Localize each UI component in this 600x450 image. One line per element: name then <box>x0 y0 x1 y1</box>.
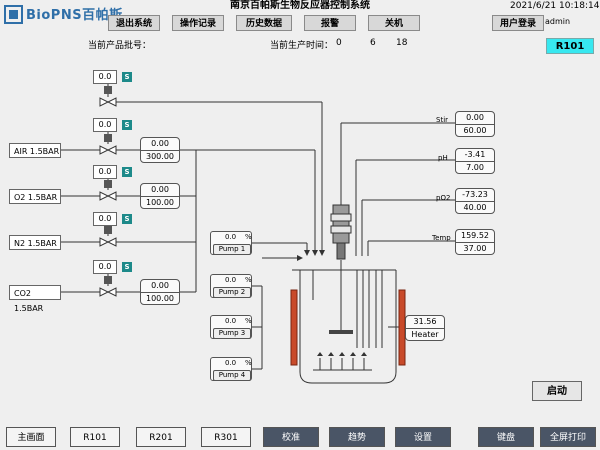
time-minutes: 6 <box>370 38 376 48</box>
co2-flow-pv: 0.00 <box>141 280 179 293</box>
stir-pv: 0.00 <box>456 112 494 125</box>
stir-label: Stir <box>436 116 449 124</box>
pump-1-box[interactable]: 0.0 % Pump 1 <box>210 231 252 255</box>
co2-flow-sp: 100.00 <box>146 294 174 303</box>
co2-flow-box[interactable]: 0.00 100.00 <box>140 279 180 305</box>
valve-s-value[interactable]: 0.0 <box>93 212 117 226</box>
temp-sp: 37.00 <box>463 244 487 253</box>
temp-pv: 159.52 <box>456 230 494 243</box>
stir-sp: 60.00 <box>463 126 487 135</box>
valve-s-value[interactable]: 0.0 <box>93 70 117 84</box>
pump-3-unit: % <box>245 317 252 325</box>
po2-pv: -73.23 <box>456 189 494 202</box>
s-badge: S <box>122 262 132 272</box>
exit-button[interactable]: 退出系统 <box>108 15 160 31</box>
air-flow-pv: 0.00 <box>141 138 179 151</box>
trend-button[interactable]: 趋势 <box>329 427 385 447</box>
gas-o2-label: O2 1.5BAR <box>9 189 61 204</box>
r101-button[interactable]: R101 <box>70 427 120 447</box>
shutdown-button[interactable]: 关机 <box>368 15 420 31</box>
pump-1-name: Pump 1 <box>213 244 251 255</box>
pump-1-value: 0.0 <box>225 233 237 241</box>
temp-label: Temp <box>432 234 451 242</box>
po2-box[interactable]: -73.23 40.00 <box>455 188 495 214</box>
po2-label: pO2 <box>436 194 451 202</box>
ph-pv: -3.41 <box>456 149 494 162</box>
user-name: admin <box>545 17 571 26</box>
valve-s-value[interactable]: 0.0 <box>93 165 117 179</box>
login-button[interactable]: 用户登录 <box>492 15 544 31</box>
gas-co2-label: CO2 1.5BAR <box>9 285 61 313</box>
s-badge: S <box>122 214 132 224</box>
s-badge: S <box>122 120 132 130</box>
pump-2-box[interactable]: 0.0 % Pump 2 <box>210 274 252 298</box>
page-title: 南京百帕斯生物反应器控制系统 <box>230 0 370 11</box>
stir-box[interactable]: 0.00 60.00 <box>455 111 495 137</box>
reactor-badge: R101 <box>546 38 594 54</box>
pump-4-box[interactable]: 0.0 % Pump 4 <box>210 357 252 381</box>
o2-flow-box[interactable]: 0.00 100.00 <box>140 183 180 209</box>
gas-air-label: AIR 1.5BAR <box>9 143 61 158</box>
batch-label: 当前产品批号： <box>88 41 152 51</box>
po2-sp: 40.00 <box>463 203 487 212</box>
heater-box[interactable]: 31.56 Heater <box>405 315 445 341</box>
pump-4-value: 0.0 <box>225 359 237 367</box>
pump-2-unit: % <box>245 276 252 284</box>
brand-logo: BioPNS百帕斯 <box>26 8 123 23</box>
valve-s-value[interactable]: 0.0 <box>93 118 117 132</box>
temp-box[interactable]: 159.52 37.00 <box>455 229 495 255</box>
r201-button[interactable]: R201 <box>136 427 186 447</box>
time-label: 当前生产时间： <box>270 41 334 51</box>
valve-s-value[interactable]: 0.0 <box>93 260 117 274</box>
ph-box[interactable]: -3.41 7.00 <box>455 148 495 174</box>
alarm-button[interactable]: 报警 <box>304 15 356 31</box>
history-button[interactable]: 历史数据 <box>236 15 292 31</box>
pump-2-name: Pump 2 <box>213 287 251 298</box>
keyboard-button[interactable]: 键盘 <box>478 427 534 447</box>
logo-icon <box>4 5 23 24</box>
operation-log-button[interactable]: 操作记录 <box>172 15 224 31</box>
air-flow-sp: 300.00 <box>146 152 174 161</box>
datetime: 2021/6/21 10:18:14 <box>510 1 600 11</box>
o2-flow-pv: 0.00 <box>141 184 179 197</box>
time-hours: 0 <box>336 38 342 48</box>
pump-3-box[interactable]: 0.0 % Pump 3 <box>210 315 252 339</box>
s-badge: S <box>122 167 132 177</box>
pump-3-name: Pump 3 <box>213 328 251 339</box>
pump-4-name: Pump 4 <box>213 370 251 381</box>
ph-sp: 7.00 <box>466 163 484 172</box>
ph-label: pH <box>438 154 448 162</box>
calibration-button[interactable]: 校准 <box>263 427 319 447</box>
pump-2-value: 0.0 <box>225 276 237 284</box>
time-seconds: 18 <box>396 38 408 48</box>
s-badge: S <box>122 72 132 82</box>
pump-3-value: 0.0 <box>225 317 237 325</box>
heater-value: 31.56 <box>406 316 444 329</box>
air-flow-box[interactable]: 0.00 300.00 <box>140 137 180 163</box>
fullscreen-print-button[interactable]: 全屏打印 <box>540 427 596 447</box>
gas-n2-label: N2 1.5BAR <box>9 235 61 250</box>
start-button[interactable]: 启动 <box>532 381 582 401</box>
main-screen-button[interactable]: 主画面 <box>6 427 56 447</box>
r301-button[interactable]: R301 <box>201 427 251 447</box>
heater-name: Heater <box>411 330 439 339</box>
pump-4-unit: % <box>245 359 252 367</box>
o2-flow-sp: 100.00 <box>146 198 174 207</box>
settings-button[interactable]: 设置 <box>395 427 451 447</box>
pump-1-unit: % <box>245 233 252 241</box>
